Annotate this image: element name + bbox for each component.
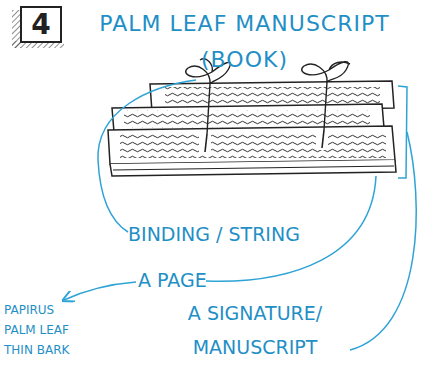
hole-gap <box>316 128 328 150</box>
part-label: BINDING / STRING <box>128 222 300 246</box>
palm-leaf <box>108 126 395 164</box>
leaf-writing <box>120 132 386 158</box>
string <box>322 130 324 148</box>
leader-line <box>350 132 416 350</box>
leaf-edge <box>110 160 396 176</box>
bracket <box>398 86 407 178</box>
leaf-writing <box>124 110 370 128</box>
leaf-edge <box>113 166 394 170</box>
leader-line <box>98 80 196 232</box>
string <box>205 134 207 152</box>
hole-gap <box>199 132 211 154</box>
part-label: A PAGE <box>138 268 207 292</box>
callout-number: 4 <box>31 11 50 39</box>
part-label: A SIGNATURE/ MANUSCRIPT <box>160 296 350 364</box>
number-box: 4 <box>20 6 62 43</box>
leader-arrow <box>64 282 136 300</box>
leaf-writing <box>165 87 380 106</box>
string-knot <box>302 62 350 130</box>
diagram-title: PALM LEAF MANUSCRIPT (BOOK) <box>72 6 417 78</box>
part-label: PAPIRUS PALM LEAF THIN BARK <box>4 300 78 360</box>
